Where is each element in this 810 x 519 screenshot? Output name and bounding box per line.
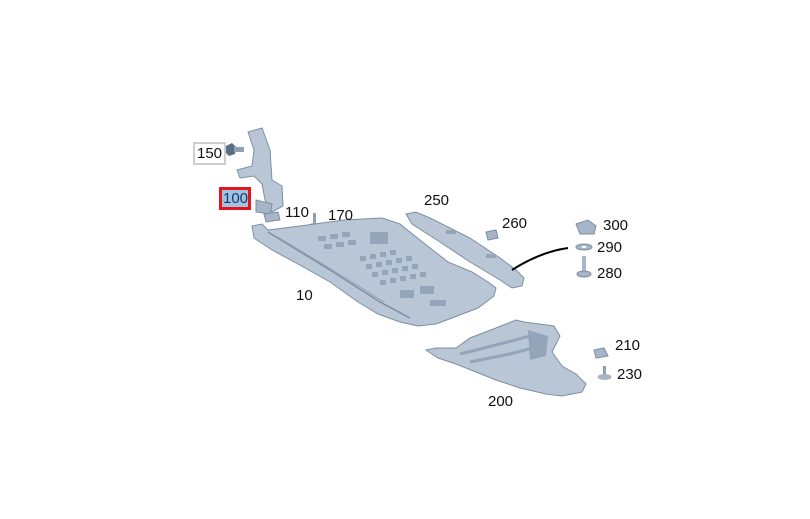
callout-110[interactable]: 110 <box>285 204 309 221</box>
clip-110-part[interactable] <box>263 211 281 223</box>
stud-230-part[interactable] <box>597 366 612 380</box>
bolt-150-part[interactable] <box>225 143 244 156</box>
callout-230[interactable]: 230 <box>617 366 643 383</box>
callout-250[interactable]: 250 <box>424 192 450 209</box>
washer-290-part[interactable] <box>575 243 593 251</box>
callout-10[interactable]: 10 <box>296 287 313 304</box>
callout-290[interactable]: 290 <box>597 239 623 256</box>
callout-260[interactable]: 260 <box>502 215 528 232</box>
callout-170[interactable]: 170 <box>328 207 354 224</box>
underbody-panel-10-part[interactable] <box>251 217 497 327</box>
callout-210[interactable]: 210 <box>615 337 641 354</box>
callout-280[interactable]: 280 <box>597 265 623 282</box>
rail-250-part[interactable] <box>405 211 525 289</box>
leader-line <box>511 247 569 271</box>
callout-150[interactable]: 150 <box>193 142 227 165</box>
clip-300-part[interactable] <box>575 219 597 235</box>
bracket-100-part[interactable] <box>236 127 284 215</box>
rear-underbody-panel-200-part[interactable] <box>424 319 587 397</box>
callout-300[interactable]: 300 <box>603 217 629 234</box>
callout-100-selected[interactable]: 100 <box>219 187 251 210</box>
clip-210-part[interactable] <box>593 347 609 359</box>
screw-280-part[interactable] <box>576 256 592 278</box>
clip-260-part[interactable] <box>485 229 499 241</box>
callout-200[interactable]: 200 <box>488 393 514 410</box>
